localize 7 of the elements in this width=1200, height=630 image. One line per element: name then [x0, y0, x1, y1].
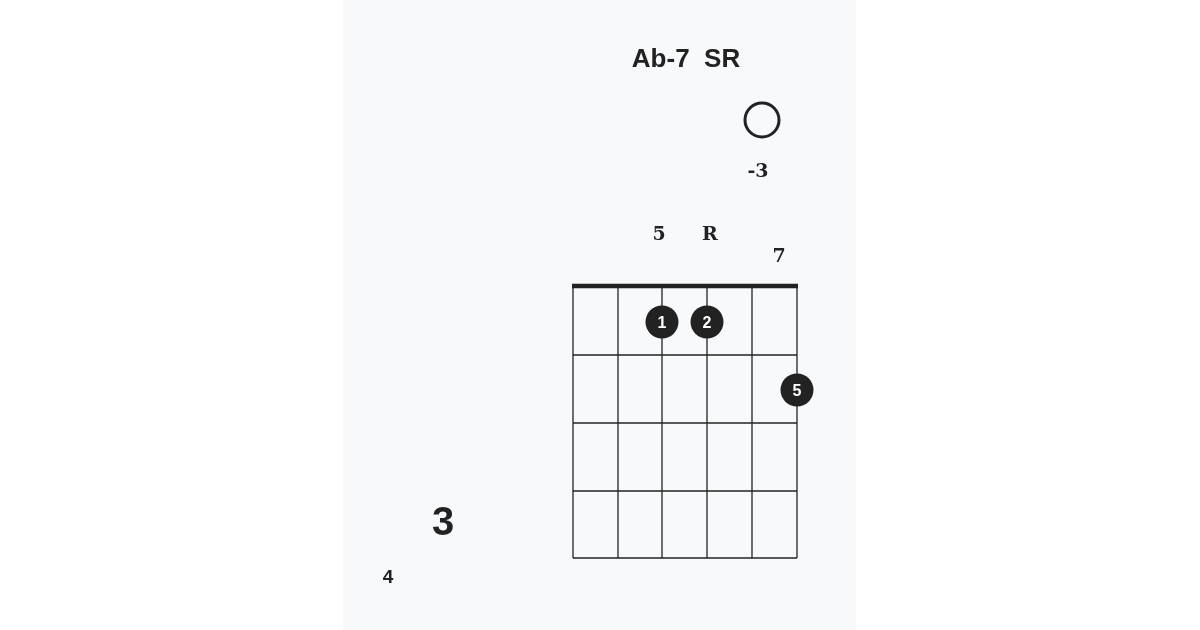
finger-label: 4 — [382, 564, 394, 589]
interval-label: 5 — [652, 220, 666, 246]
fret-number: 3 — [431, 498, 455, 545]
interval-label: 7 — [772, 242, 786, 268]
interval-label: -3 — [747, 157, 769, 183]
interval-label: R — [702, 220, 718, 246]
chord-title: Ab-7 SR — [631, 41, 741, 75]
